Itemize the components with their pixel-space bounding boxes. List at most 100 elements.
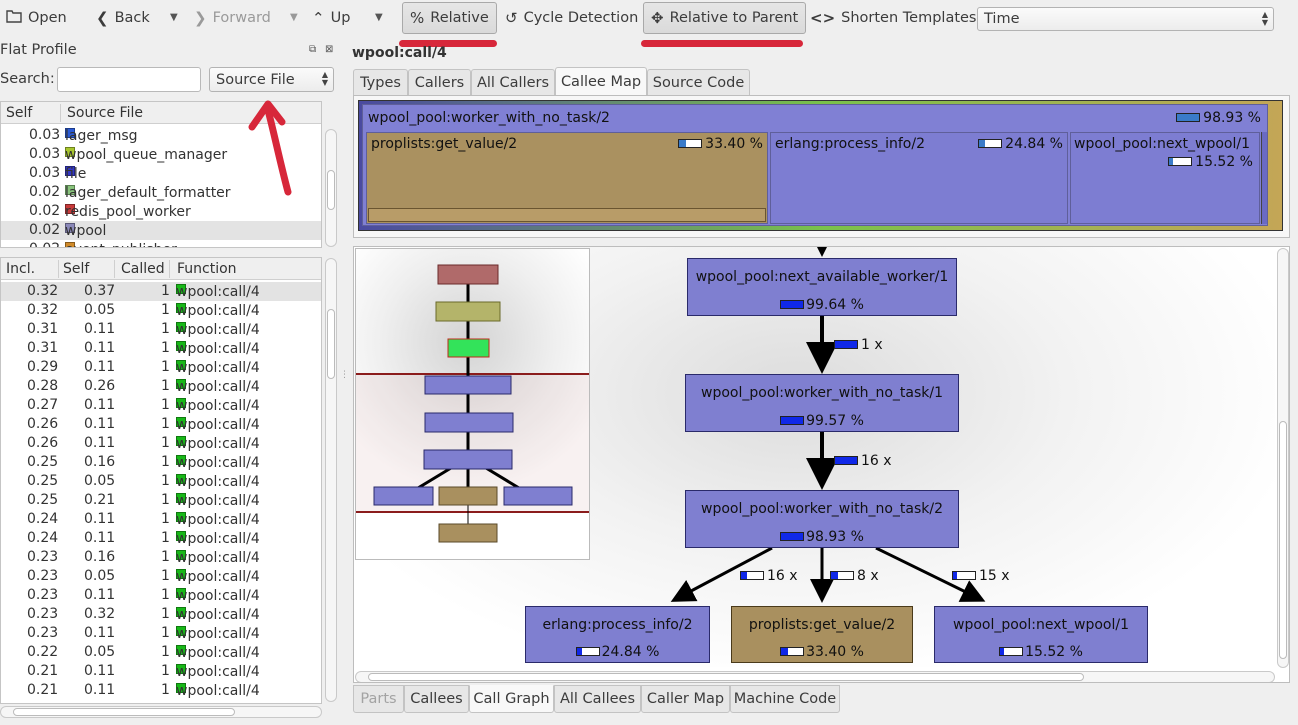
table-row[interactable]: 0.23 0.32 1 wpool:call/4	[27, 606, 260, 623]
cycle-detection-toggle[interactable]: ↺Cycle Detection	[505, 9, 639, 27]
spin-arrows-icon: ▲▼	[321, 70, 328, 87]
function-color-icon	[176, 664, 186, 674]
table-row[interactable]: 0.31 0.11 1 wpool:call/4	[27, 321, 260, 338]
grouping-select[interactable]: Source File ▲▼	[209, 67, 334, 92]
function-color-icon	[176, 683, 186, 693]
table-row[interactable]: 0.21 0.11 1 wpool:call/4	[27, 682, 260, 699]
col-self[interactable]: Self	[63, 261, 90, 277]
table-row[interactable]: 0.23 0.05 1 wpool:call/4	[27, 568, 260, 585]
function-list: Incl. Self Called Function 0.32 0.37 1 w…	[0, 257, 322, 704]
cost-bar	[780, 532, 805, 541]
table-row[interactable]: 0.25 0.05 1 wpool:call/4	[27, 473, 260, 490]
relative-toggle[interactable]: %Relative	[402, 2, 497, 34]
list-item[interactable]: 0.02 redis_pool_worker	[29, 203, 191, 220]
graph-node[interactable]: proplists:get_value/2 33.40 %	[731, 606, 913, 663]
table-row[interactable]: 0.26 0.11 1 wpool:call/4	[27, 435, 260, 452]
tab-types[interactable]: Types	[353, 69, 408, 96]
callee-map-root[interactable]: wpool_pool:worker_with_no_task/2 98.93 %…	[362, 104, 1268, 226]
graph-node[interactable]: wpool_pool:next_wpool/1 15.52 %	[934, 606, 1148, 663]
table-row[interactable]: 0.23 0.11 1 wpool:call/4	[27, 587, 260, 604]
color-swatch-icon	[65, 223, 75, 233]
shorten-templates-toggle[interactable]: <>Shorten Templates	[810, 9, 977, 27]
tab-machine-code[interactable]: Machine Code	[730, 685, 840, 713]
tab-caller-map[interactable]: Caller Map	[641, 685, 730, 713]
graph-node[interactable]: wpool_pool:worker_with_no_task/2 98.93 %	[685, 490, 959, 548]
list-item[interactable]: 0.02 wpool	[1, 221, 321, 240]
function-color-icon	[176, 607, 186, 617]
table-row[interactable]: 0.28 0.26 1 wpool:call/4	[27, 378, 260, 395]
edge-label: 16 x	[740, 568, 798, 584]
call-graph-overview[interactable]	[355, 248, 590, 560]
table-row[interactable]: 0.23 0.16 1 wpool:call/4	[27, 549, 260, 566]
graph-node[interactable]: wpool_pool:worker_with_no_task/1 99.57 %	[685, 374, 959, 432]
cost-bar	[999, 647, 1024, 656]
back-dropdown-icon[interactable]: ▼	[170, 12, 178, 23]
callee-map-process-info[interactable]: erlang:process_info/2 24.84 %	[770, 132, 1068, 224]
table-row[interactable]: 0.24 0.11 1 wpool:call/4	[27, 530, 260, 547]
table-row[interactable]: 0.23 0.11 1 wpool:call/4	[27, 625, 260, 642]
graph-vscrollbar[interactable]	[1277, 248, 1289, 668]
function-color-icon	[176, 645, 186, 655]
tab-all-callees[interactable]: All Callees	[554, 685, 641, 713]
tab-callers[interactable]: Callers	[408, 69, 471, 96]
group-scrollbar[interactable]	[325, 129, 337, 247]
function-scrollbar[interactable]	[325, 258, 337, 702]
table-row[interactable]: 0.25 0.16 1 wpool:call/4	[27, 454, 260, 471]
open-button[interactable]: Open	[6, 2, 67, 34]
list-item[interactable]: 0.03 file	[29, 165, 87, 182]
annotation-underline-relative	[399, 40, 497, 47]
table-row[interactable]: 0.24 0.11 1 wpool:call/4	[27, 511, 260, 528]
table-row[interactable]: 0.32 0.05 1 wpool:call/4	[27, 302, 260, 319]
annotation-underline-relative-parent	[641, 40, 803, 47]
table-row[interactable]: 0.27 0.11 1 wpool:call/4	[27, 397, 260, 414]
function-hscrollbar[interactable]	[0, 706, 322, 718]
tab-call-graph[interactable]: Call Graph	[469, 685, 554, 713]
search-input[interactable]	[57, 67, 201, 92]
forward-button[interactable]: ❯Forward	[194, 9, 271, 27]
up-dropdown-icon[interactable]: ▼	[375, 12, 383, 23]
list-item[interactable]: 0.03 lager_msg	[29, 127, 138, 144]
call-graph-edges	[670, 247, 986, 603]
up-button[interactable]: ⌃Up	[312, 9, 351, 27]
color-swatch-icon	[65, 128, 75, 138]
root-fill-bar	[1176, 113, 1201, 122]
graph-node[interactable]: erlang:process_info/2 24.84 %	[525, 606, 710, 663]
relative-to-parent-toggle[interactable]: ✥Relative to Parent	[643, 2, 807, 34]
table-row[interactable]: 0.32 0.37 1 wpool:call/4	[1, 282, 321, 301]
cycle-icon: ↺	[505, 9, 518, 27]
function-color-icon	[176, 303, 186, 313]
list-item[interactable]: 0.03 wpool_queue_manager	[29, 146, 228, 163]
splitter-handle-icon[interactable]: ⋮	[340, 370, 349, 380]
tab-all-callers[interactable]: All Callers	[471, 69, 555, 96]
event-type-select[interactable]: Time ▲▼	[977, 7, 1274, 31]
function-color-icon	[176, 436, 186, 446]
tab-parts[interactable]: Parts	[353, 685, 404, 713]
graph-hscrollbar[interactable]	[355, 671, 1275, 682]
table-row[interactable]: 0.31 0.11 1 wpool:call/4	[27, 340, 260, 357]
back-button[interactable]: ❮Back	[96, 9, 150, 27]
col-called[interactable]: Called	[121, 261, 165, 277]
list-item[interactable]: 0.02 event_publisher	[1, 240, 321, 247]
col-self[interactable]: Self	[6, 105, 33, 121]
callee-map-panel: wpool_pool:worker_with_no_task/2 98.93 %…	[353, 95, 1290, 238]
tab-callees[interactable]: Callees	[404, 685, 469, 713]
callee-map-next-wpool[interactable]: wpool_pool:next_wpool/1 15.52 %	[1070, 132, 1260, 224]
table-row[interactable]: 0.21 0.11 1 wpool:call/4	[27, 663, 260, 680]
forward-dropdown-icon[interactable]: ▼	[290, 12, 298, 23]
col-incl[interactable]: Incl.	[6, 261, 36, 277]
list-item[interactable]: 0.02 lager_default_formatter	[29, 184, 231, 201]
callee-map-proplists[interactable]: proplists:get_value/2 33.40 %	[366, 132, 768, 224]
table-row[interactable]: 0.22 0.05 1 wpool:call/4	[27, 644, 260, 661]
chevron-right-icon: ❯	[194, 9, 207, 27]
color-swatch-icon	[65, 147, 75, 157]
tab-callee-map[interactable]: Callee Map	[555, 67, 647, 97]
graph-node[interactable]: wpool_pool:next_available_worker/1 99.64…	[687, 258, 957, 316]
table-row[interactable]: 0.25 0.21 1 wpool:call/4	[27, 492, 260, 509]
col-source-file[interactable]: Source File	[67, 105, 143, 121]
table-row[interactable]: 0.29 0.11 1 wpool:call/4	[27, 359, 260, 376]
tab-source-code[interactable]: Source Code	[647, 69, 750, 96]
table-row[interactable]: 0.26 0.11 1 wpool:call/4	[27, 416, 260, 433]
close-icon[interactable]: ⊠	[325, 44, 334, 55]
float-icon[interactable]: ⧉	[309, 44, 317, 55]
col-function[interactable]: Function	[177, 261, 237, 277]
